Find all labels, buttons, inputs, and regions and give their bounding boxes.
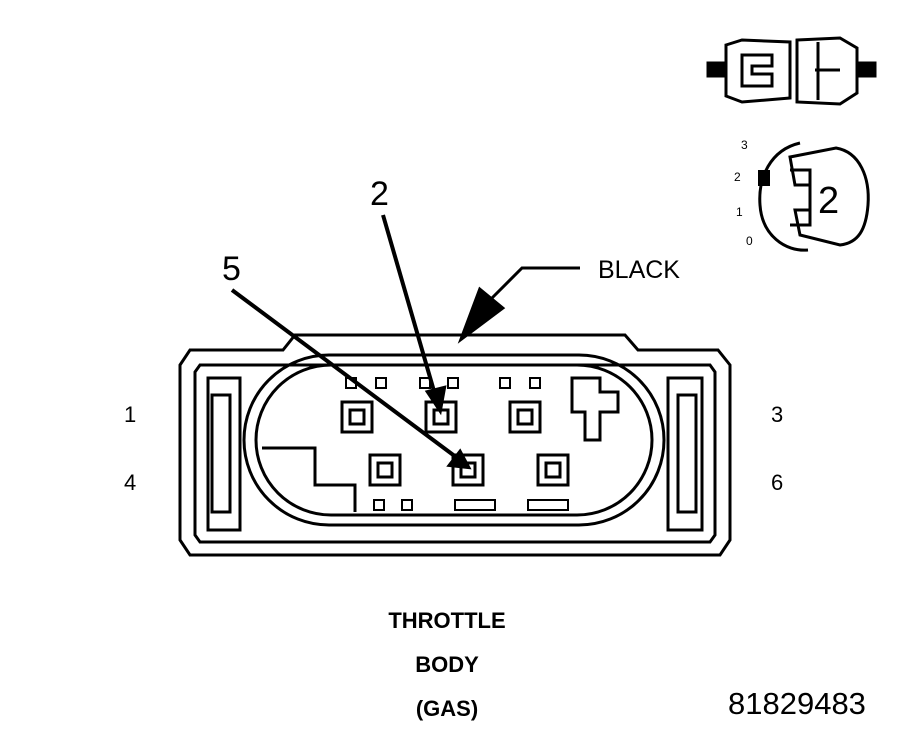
- caption-line-2: BODY: [415, 652, 479, 677]
- pin-cavity-4: [368, 453, 402, 487]
- black-arrowhead: [457, 286, 506, 344]
- black-leader: [488, 266, 580, 302]
- pin-cavity-6: [536, 453, 570, 487]
- key-number: 2: [818, 180, 840, 222]
- color-label: BLACK: [598, 256, 680, 284]
- cavity-number-4: 4: [124, 470, 137, 495]
- key-scale-1: 1: [736, 205, 743, 219]
- part-number: 81829483: [728, 686, 866, 721]
- key-scale-3: 3: [741, 138, 748, 152]
- connector-seal: [242, 353, 666, 527]
- caption-line-3: (GAS): [415, 696, 479, 721]
- key-scale-2: 2: [734, 170, 741, 184]
- connector-body: [178, 333, 732, 557]
- pin-2-arrowhead: [424, 385, 447, 416]
- callout-arrows: [230, 214, 580, 470]
- pin-2-leader: [381, 214, 438, 399]
- caption-line-1: THROTTLE: [388, 608, 506, 633]
- connector-halves-icon: [706, 36, 877, 106]
- pin-2-callout: 2: [370, 175, 389, 213]
- cavity-number-3: 3: [771, 402, 784, 427]
- cavity-number-1: 1: [124, 402, 137, 427]
- pin-cavity-1: [340, 400, 374, 434]
- pin-5-leader: [230, 288, 462, 462]
- pin-cavity-3: [508, 400, 542, 434]
- pin-cavity-5: [451, 453, 485, 487]
- pin-cavities: [340, 400, 570, 487]
- pin-5-callout: 5: [222, 250, 241, 288]
- cavity-number-6: 6: [771, 470, 784, 495]
- connector-outer-shell: [178, 333, 732, 557]
- pin-5-arrowhead: [446, 448, 472, 470]
- key-scale-0: 0: [746, 234, 753, 248]
- key-position-icon: [758, 141, 870, 252]
